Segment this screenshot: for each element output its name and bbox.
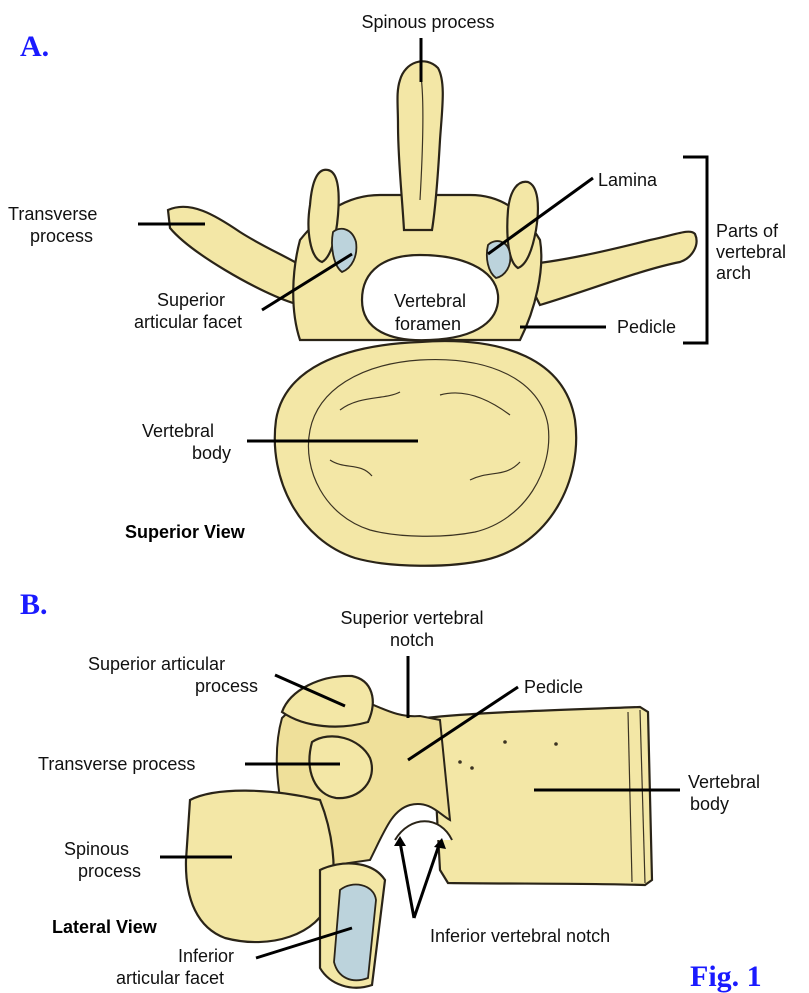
label-vertebral-body-b-line2: body — [690, 794, 729, 814]
label-vertebral-foramen-line1: Vertebral — [394, 291, 466, 311]
label-lamina: Lamina — [598, 170, 658, 190]
transverse-process-right-shape — [520, 232, 697, 305]
panel-b-letter: B. — [20, 588, 48, 621]
label-inferior-articular-facet-line2: articular facet — [116, 968, 224, 988]
lateral-view-caption: Lateral View — [52, 917, 158, 937]
label-vertebral-body-b-line1: Vertebral — [688, 772, 760, 792]
label-vertebral-body-a-line2: body — [192, 443, 231, 463]
figure-label: Fig. 1 — [690, 960, 762, 993]
label-pedicle-b: Pedicle — [524, 677, 583, 697]
label-transverse-process-b: Transverse process — [38, 754, 195, 774]
label-spinous-process-b-line1: Spinous — [64, 839, 129, 859]
leader-inferior-vertebral-notch-1 — [400, 842, 414, 918]
label-spinous-process-b-line2: process — [78, 861, 141, 881]
label-pedicle-a: Pedicle — [617, 317, 676, 337]
label-superior-articular-process-line1: Superior articular — [88, 654, 225, 674]
label-parts-of-arch-line2: vertebral — [716, 242, 786, 262]
label-vertebral-body-a-line1: Vertebral — [142, 421, 214, 441]
label-vertebral-foramen-line2: foramen — [395, 314, 461, 334]
label-inferior-articular-facet-line1: Inferior — [178, 946, 234, 966]
label-inferior-vertebral-notch: Inferior vertebral notch — [430, 926, 610, 946]
label-superior-articular-process-line2: process — [195, 676, 258, 696]
spinous-process-shape — [398, 61, 443, 230]
label-spinous-process-a: Spinous process — [361, 12, 494, 32]
vertebral-body-shape — [275, 341, 576, 566]
label-parts-of-arch-line3: arch — [716, 263, 751, 283]
label-superior-vertebral-notch-line2: notch — [390, 630, 434, 650]
panel-a-letter: A. — [20, 30, 49, 63]
label-superior-vertebral-notch-line1: Superior vertebral — [340, 608, 483, 628]
superior-view-caption: Superior View — [125, 522, 246, 542]
lateral-vertebral-body-shape — [425, 707, 652, 885]
label-parts-of-arch-line1: Parts of — [716, 221, 779, 241]
lateral-spinous-process-shape — [186, 791, 334, 942]
label-transverse-process-a-line1: Transverse — [8, 204, 97, 224]
label-superior-articular-facet-line2: articular facet — [134, 312, 242, 332]
label-superior-articular-facet-line1: Superior — [157, 290, 225, 310]
leader-inferior-vertebral-notch-2 — [414, 842, 440, 918]
label-transverse-process-a-line2: process — [30, 226, 93, 246]
